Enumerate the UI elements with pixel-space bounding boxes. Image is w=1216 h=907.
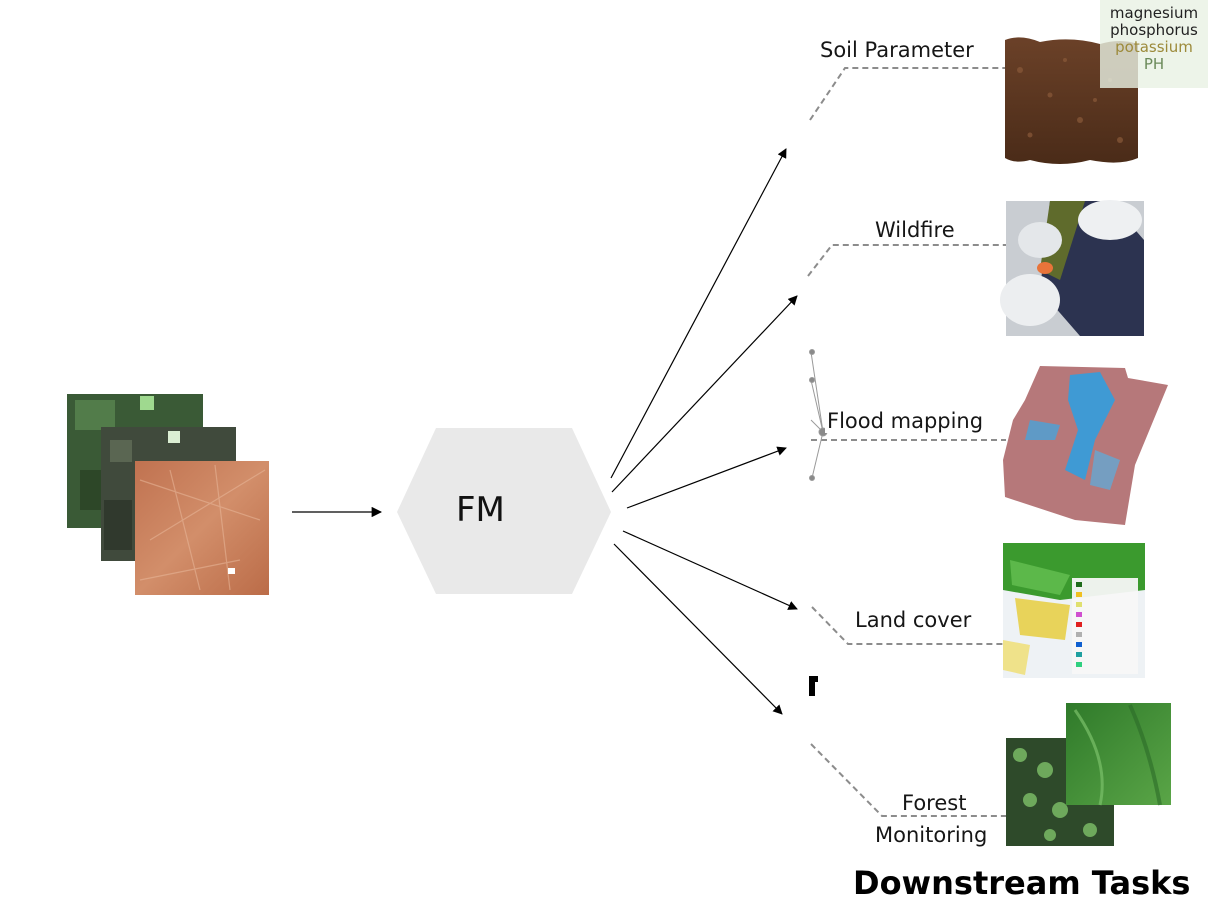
task-label-flood: Flood mapping — [825, 409, 986, 433]
soil-parameter-list: magnesium phosphorus potassium PH — [1100, 5, 1208, 73]
arrow-to-flood — [626, 446, 787, 509]
task-label-wildfire: Wildfire — [873, 218, 957, 242]
landcover-image — [1003, 543, 1145, 678]
input-tile-front — [135, 461, 269, 595]
task-label-monitoring: Monitoring — [873, 823, 990, 847]
arrow-to-landcover — [622, 530, 798, 610]
task-label-forest: Forest — [900, 791, 969, 815]
forest-images — [1006, 703, 1171, 846]
flood-map-image — [1003, 366, 1168, 525]
task-label-soil: Soil Parameter — [818, 38, 976, 62]
glyph-fragment — [809, 676, 815, 696]
task-label-landcover: Land cover — [853, 608, 974, 632]
soil-image — [1005, 0, 1208, 164]
output-arrows — [610, 148, 798, 715]
soil-param: potassium — [1115, 38, 1193, 56]
fm-label: FM — [456, 490, 505, 530]
fm-hexagon — [397, 428, 611, 594]
arrow-to-soil — [610, 148, 787, 479]
soil-param: phosphorus — [1110, 21, 1198, 39]
wildfire-image — [1000, 200, 1144, 336]
arrow-to-forest — [613, 543, 783, 715]
downstream-tasks-title: Downstream Tasks — [853, 864, 1191, 902]
soil-param: PH — [1143, 55, 1165, 73]
arrow-to-wildfire — [611, 295, 798, 493]
input-image-stack — [67, 394, 269, 595]
soil-param: magnesium — [1109, 4, 1199, 22]
dashed-connectors — [807, 67, 1008, 817]
